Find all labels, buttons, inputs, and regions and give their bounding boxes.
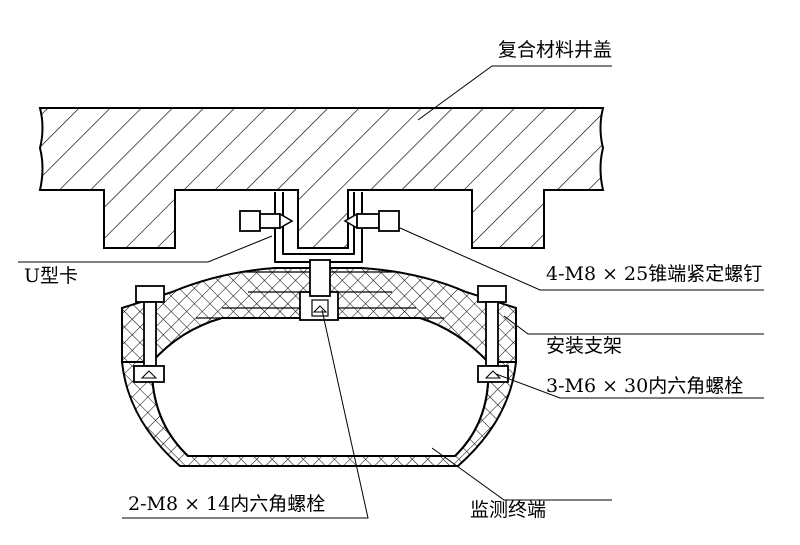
label-mounting-bracket: 安装支架 [546, 335, 622, 357]
m6-bolt-right [477, 285, 509, 383]
set-screw-right [343, 210, 400, 232]
set-screw-left [239, 210, 294, 232]
label-monitoring-terminal: 监测终端 [470, 499, 546, 521]
center-m8-bolt [299, 259, 339, 321]
manhole-cover [38, 107, 605, 249]
label-m8-bolt: 2-M8 × 14内六角螺栓 [128, 493, 325, 515]
label-m6-bolt: 3-M6 × 30内六角螺栓 [546, 375, 743, 397]
leader-lines [18, 65, 764, 519]
m6-bolt-left [133, 285, 165, 383]
label-composite-cover: 复合材料井盖 [498, 39, 612, 61]
label-set-screw: 4-M8 × 25锥端紧定螺钉 [546, 263, 762, 285]
monitoring-terminal [120, 317, 518, 467]
label-u-clip: U型卡 [24, 265, 78, 287]
